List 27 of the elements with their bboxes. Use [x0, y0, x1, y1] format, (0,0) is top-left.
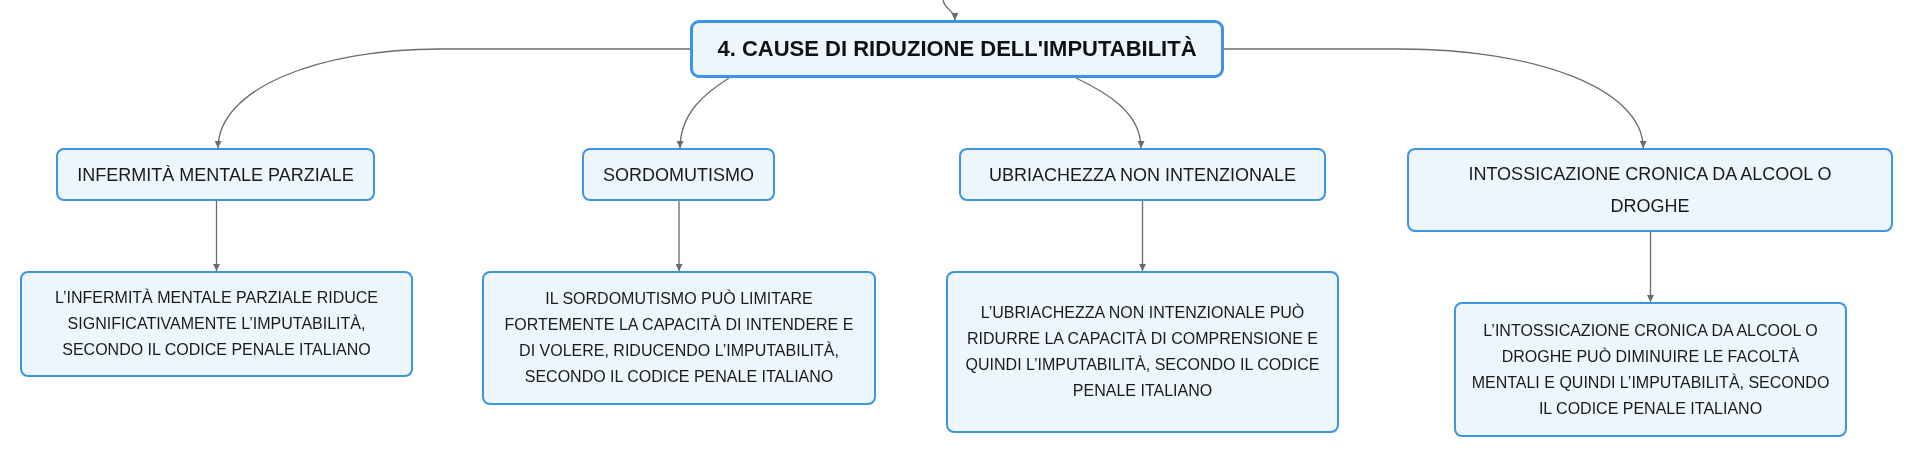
subtopic-box [959, 148, 1326, 201]
connector-arrow [675, 200, 683, 272]
description-box [946, 271, 1339, 433]
connector-arrow [677, 77, 730, 149]
main-topic-label: 4. CAUSE DI RIDUZIONE DELL'IMPUTABILITÀ [717, 35, 1197, 63]
connector-arrow [942, 0, 958, 21]
subtopic-label: INTOSSICAZIONE CRONICA DA ALCOOL O DROGHE [1467, 163, 1833, 218]
description-box [1454, 302, 1847, 437]
connector-arrow [1075, 77, 1144, 149]
subtopic-box [1407, 148, 1893, 232]
subtopic-label: UBRIACHEZZA NON INTENZIONALE [988, 163, 1296, 187]
description-text: L’UBRIACHEZZA NON INTENZIONALE PUÒ RIDURRE LA CAPACITÀ DI COMPRENSIONE E QUINDI L’IMPUTABILITÀ, SECONDO IL CODICE PENALE ITALIANO [964, 302, 1321, 401]
description-text: L’INTOSSICAZIONE CRONICA DA ALCOOL O DROGHE PUÒ DIMINUIRE LE FACOLTÀ MENTALI E QUINDI L’IMPUTABILITÀ, SECONDO IL CODICE PENALE ITALIANO [1470, 320, 1831, 419]
subtopic-box [582, 148, 775, 201]
description-text: L’INFERMITÀ MENTALE PARZIALE RIDUCE SIGNIFICATIVAMENTE L’IMPUTABILITÀ, SECONDO IL CODICE PENALE ITALIANO [54, 287, 379, 360]
subtopic-label: SORDOMUTISMO [603, 163, 754, 187]
connector-arrow [215, 48, 691, 149]
subtopic-label: INFERMITÀ MENTALE PARZIALE [77, 163, 354, 187]
description-box [20, 271, 413, 377]
description-text: IL SORDOMUTISMO PUÒ LIMITARE FORTEMENTE LA CAPACITÀ DI INTENDERE E DI VOLERE, RIDUCENDO L’IMPUTABILITÀ, SECONDO IL CODICE PENALE ITALIANO [503, 288, 855, 387]
subtopic-box [56, 148, 375, 201]
connector-arrow [213, 200, 220, 272]
description-box [482, 271, 876, 405]
connector-arrow [1647, 231, 1654, 303]
main-topic-box [690, 20, 1224, 78]
connector-arrow [1223, 48, 1646, 149]
connector-arrow [1139, 200, 1146, 272]
